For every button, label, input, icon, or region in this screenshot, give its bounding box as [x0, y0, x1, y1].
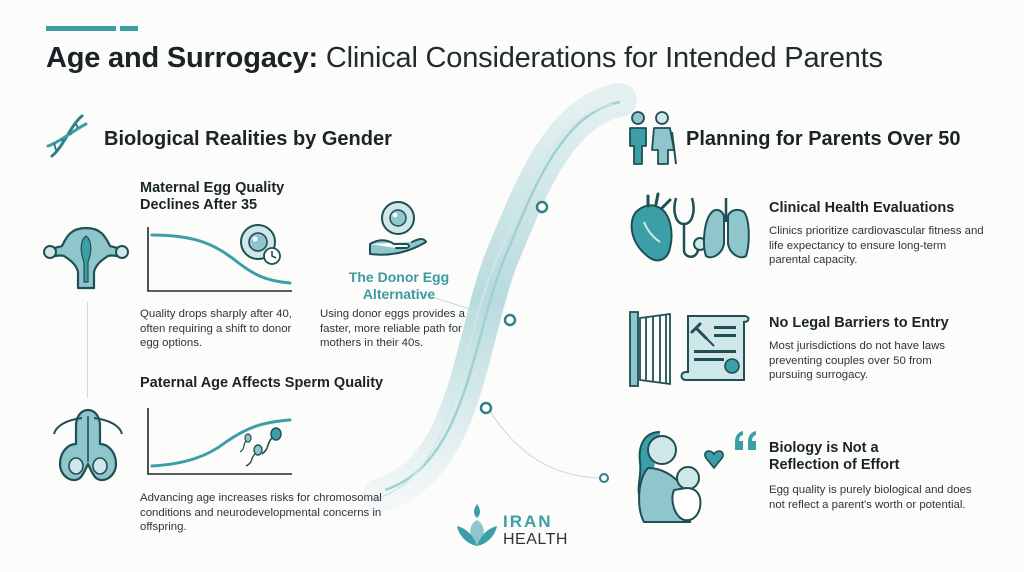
legal-body: Most jurisdictions do not have laws prev… [769, 340, 946, 381]
flow-node-4 [599, 473, 609, 483]
title-accent-bar-short [120, 26, 138, 31]
biology-body: Egg quality is purely biological and doe… [769, 484, 972, 511]
title-accent-bar [46, 26, 116, 31]
donor-body: Using donor eggs provides a faster, more… [320, 308, 466, 349]
iran-health-logo-text: IRAN HEALTH [503, 513, 568, 549]
biology-title: Biology is Not a Reflection of Effort [769, 440, 900, 474]
paternal-body: Advancing age increases risks for chromo… [140, 492, 382, 533]
biology-title-line1: Biology is Not a [769, 440, 879, 456]
male-reproductive-icon [53, 408, 123, 482]
logo-line1: IRAN [503, 512, 553, 531]
right-section-heading: Planning for Parents Over 50 [686, 128, 961, 150]
quote-icon [735, 431, 756, 450]
maternal-heading-line2: Declines After 35 [140, 197, 258, 213]
elderly-couple-icon [629, 111, 677, 165]
paternal-risk-graph [147, 408, 292, 475]
page-title-bold: Age and Surrogacy: [46, 42, 318, 74]
health-eval-body: Clinics prioritize cardiovascular fitnes… [769, 225, 984, 266]
flow-node-1 [535, 200, 549, 214]
biology-title-line2: Reflection of Effort [769, 457, 900, 473]
donor-egg-hand-icon [369, 201, 427, 256]
donor-heading-line2: Alternative [362, 286, 436, 302]
maternal-heading-line1: Maternal Egg Quality [140, 180, 285, 196]
left-section-heading: Biological Realities by Gender [104, 128, 392, 150]
page-title: Age and Surrogacy: Clinical Consideratio… [46, 40, 883, 76]
legal-title: No Legal Barriers to Entry [769, 315, 949, 331]
egg-clock-icon [240, 224, 281, 265]
donor-heading-line1: The Donor Egg [348, 269, 450, 285]
health-eval-title: Clinical Health Evaluations [769, 200, 955, 216]
logo-line2: HEALTH [503, 531, 568, 548]
paternal-heading: Paternal Age Affects Sperm Quality [140, 375, 384, 391]
mother-child-icon [637, 431, 724, 523]
dna-icon [46, 114, 88, 158]
anatomy-connector [87, 302, 88, 398]
maternal-heading: Maternal Egg Quality Declines After 35 [140, 180, 284, 214]
maternal-body: Quality drops sharply after 40, often re… [140, 308, 292, 349]
gate-legal-document-icon [629, 311, 750, 387]
heart-stethoscope-lungs-icon [630, 192, 750, 262]
maternal-decline-graph [147, 227, 292, 292]
uterus-icon [43, 226, 129, 290]
flow-node-3 [479, 401, 493, 415]
iran-health-logo-icon [457, 504, 497, 546]
flow-node-2 [503, 313, 517, 327]
sperm-icon [239, 427, 282, 467]
page-title-light: Clinical Considerations for Intended Par… [325, 42, 883, 74]
donor-heading: The Donor Egg Alternative [326, 269, 472, 303]
